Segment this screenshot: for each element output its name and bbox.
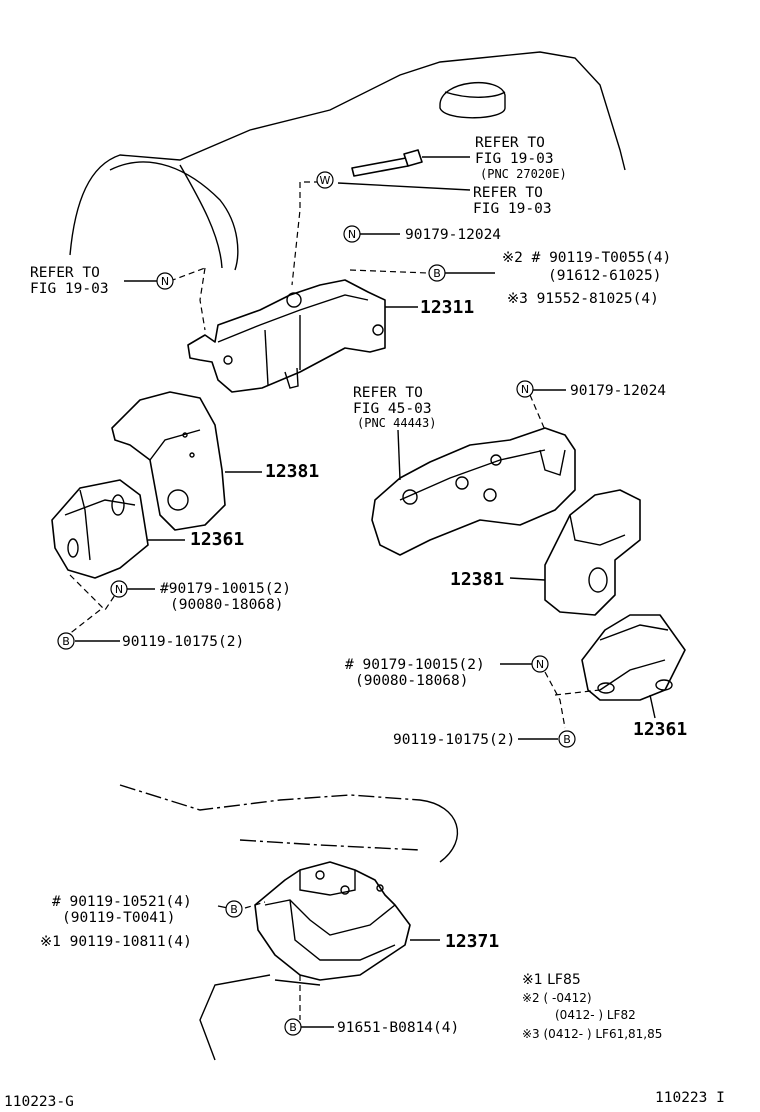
- svg-text:N: N: [521, 383, 529, 396]
- legend-line-2: ※2 ( -0412): [522, 991, 592, 1005]
- svg-text:N: N: [348, 228, 356, 241]
- callout-b-4: B: [225, 900, 243, 918]
- label-90119-10175-b: 90119-10175(2): [393, 732, 515, 748]
- mount-12371-rear: [254, 861, 440, 981]
- bracket-right: [371, 427, 576, 556]
- legend-line-1: ※1 LF85: [522, 972, 581, 988]
- label-12381-b: 12381: [450, 569, 504, 590]
- callout-b-5: B: [284, 1018, 302, 1036]
- label-12361-b: 12361: [633, 719, 687, 740]
- label-12381-a: 12381: [265, 461, 319, 482]
- refer3-line1: REFER TO: [30, 265, 100, 281]
- svg-text:W: W: [320, 174, 331, 187]
- mount-12361-left: [51, 479, 185, 579]
- callout-b-3: B: [558, 730, 576, 748]
- callout-b-2: B: [57, 632, 75, 650]
- svg-text:N: N: [115, 583, 123, 596]
- footer-code-right: 110223 I: [655, 1090, 725, 1106]
- callout-n-3: N: [516, 380, 534, 398]
- label-90080-18068-b: (90080-18068): [355, 673, 469, 689]
- footer-code-left: 110223-G: [4, 1094, 74, 1110]
- refer1-line2: FIG 19-03: [475, 151, 554, 167]
- insulator-12381-right: [509, 489, 641, 616]
- insulator-12381-left: [111, 391, 262, 531]
- label-90179-10015-a: #90179-10015(2): [160, 581, 291, 597]
- refer4-line1: REFER TO: [353, 385, 423, 401]
- svg-text:B: B: [433, 267, 441, 280]
- legend: ※1 LF85 ※2 ( -0412) (0412- ) LF82 ※3 (04…: [522, 972, 662, 1041]
- svg-text:B: B: [230, 903, 238, 916]
- label-90119-10811: ※1 90119-10811(4): [40, 934, 192, 950]
- svg-text:B: B: [289, 1021, 297, 1034]
- engine-block-outline: [69, 51, 626, 271]
- refer2-line1: REFER TO: [473, 185, 543, 201]
- label-90179-12024-a: 90179-12024: [405, 227, 501, 243]
- refer1-line3: (PNC 27020E): [480, 167, 567, 181]
- label-90119-t0041: (90119-T0041): [62, 910, 176, 926]
- refer1-line1: REFER TO: [475, 135, 545, 151]
- svg-text:B: B: [563, 733, 571, 746]
- callout-n-2: N: [156, 272, 174, 290]
- callout-n-5: N: [531, 655, 549, 673]
- svg-text:N: N: [536, 658, 544, 671]
- label-12371: 12371: [445, 931, 499, 952]
- transmission-outline: [119, 784, 459, 1061]
- bracket-12311: [187, 279, 386, 393]
- label-91552-81025: ※3 91552-81025(4): [507, 291, 659, 307]
- callout-n-4: N: [110, 580, 128, 598]
- refer3-line2: FIG 19-03: [30, 281, 109, 297]
- label-91651-b0814: 91651-B0814(4): [337, 1020, 459, 1036]
- callout-w: W: [316, 171, 334, 189]
- callout-n-1: N: [343, 225, 361, 243]
- mount-12361-right: [581, 614, 686, 719]
- refer4-line3: (PNC 44443): [357, 416, 436, 430]
- legend-line-3: (0412- ) LF82: [555, 1008, 636, 1022]
- svg-text:B: B: [62, 635, 70, 648]
- label-90179-12024-b: 90179-12024: [570, 383, 666, 399]
- label-90119-t0055: ※2 # 90119-T0055(4): [502, 250, 671, 266]
- svg-text:N: N: [161, 275, 169, 288]
- legend-line-4: ※3 (0412- ) LF61,81,85: [522, 1027, 662, 1041]
- label-90080-18068-a: (90080-18068): [170, 597, 284, 613]
- label-12361-a: 12361: [190, 529, 244, 550]
- label-90119-10175-a: 90119-10175(2): [122, 634, 244, 650]
- callout-b-1: B: [428, 264, 446, 282]
- refer4-line2: FIG 45-03: [353, 401, 432, 417]
- label-12311: 12311: [420, 297, 474, 318]
- label-91612-61025: (91612-61025): [548, 268, 662, 284]
- label-90179-10015-b: # 90179-10015(2): [345, 657, 485, 673]
- bolt-w: [351, 149, 470, 177]
- refer2-line2: FIG 19-03: [473, 201, 552, 217]
- leader-lines: [75, 233, 566, 1028]
- label-90119-10521: # 90119-10521(4): [52, 894, 192, 910]
